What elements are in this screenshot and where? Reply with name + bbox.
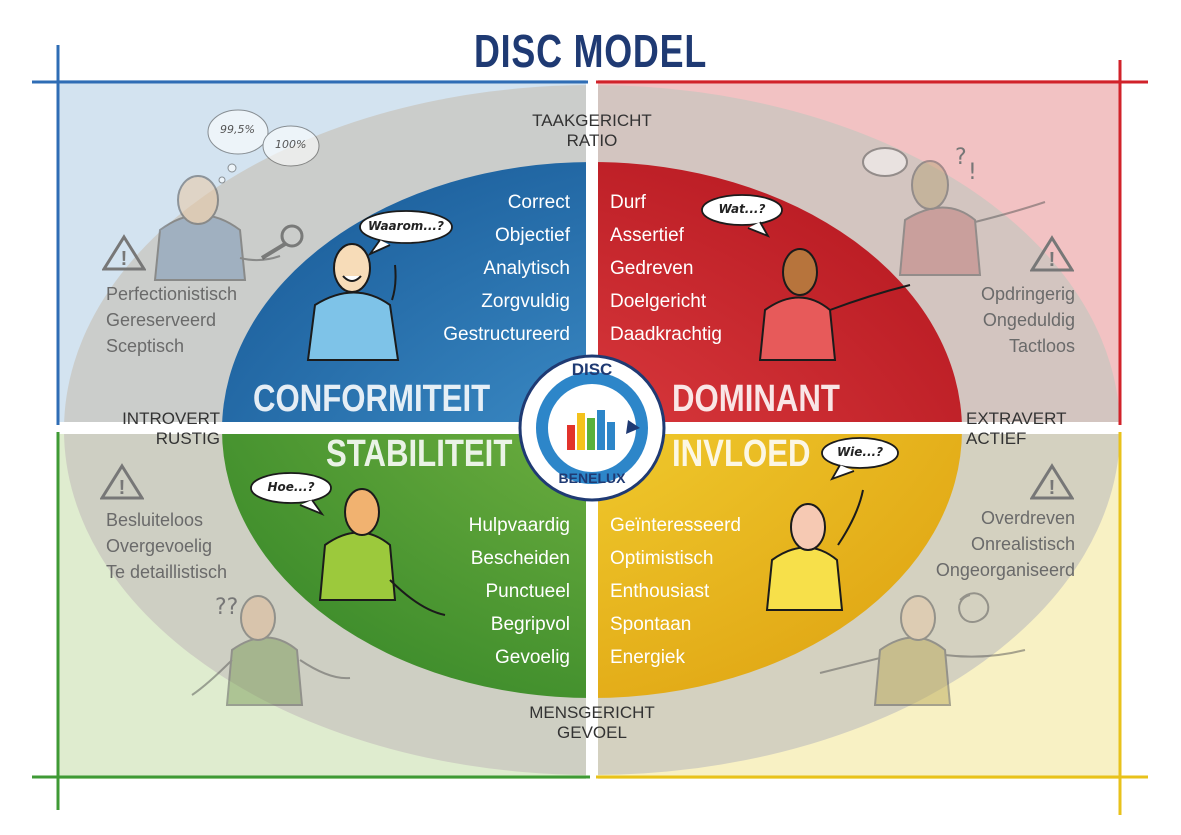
pitfall-item: Te detaillistisch [106,562,228,582]
trait-item: Objectief [495,225,570,246]
thought-text: ? [955,145,967,170]
axis-top-line-2: RATIO [566,131,618,150]
figure-stabiliteit [318,488,446,616]
figure-conformiteit [306,243,400,361]
speech-bubble-icon [250,194,899,517]
trait-item: Spontaan [610,614,692,635]
figure-dominant-faded [862,147,1046,276]
trait-item: Energiek [610,647,685,668]
warning-icon: ! [102,234,146,271]
warning-icon: ! [1030,235,1074,272]
trait-item: Punctueel [485,581,570,602]
thought-cloud-icon [207,109,320,184]
pitfalls-conformiteit: Perfectionistisch Gereserveerd Sceptisch [106,281,237,359]
quadrant-name-dominant: DOMINANT [672,378,840,420]
magnifier-icon [260,224,304,260]
trait-item: Zorgvuldig [481,291,570,312]
speech-conformiteit: Waarom...? [368,219,444,233]
pitfall-item: Perfectionistisch [106,284,238,304]
warning-icon: ! [100,463,144,500]
pitfall-item: Opdringerig [980,284,1075,304]
axis-top-line-1: TAAKGERICHT [532,111,652,130]
trait-item: Analytisch [483,258,570,279]
pitfalls-invloed: Overdreven Onrealistisch Ongeorganiseerd [900,505,1075,583]
axis-left: INTROVERT RUSTIG [110,409,220,449]
pitfall-item: Sceptisch [106,336,185,356]
trait-item: Optimistisch [610,548,714,569]
trait-item: Daadkrachtig [610,324,722,345]
axis-top: TAAKGERICHT RATIO [502,111,682,151]
axis-right-line-2: ACTIEF [966,429,1027,448]
axis-right: EXTRAVERT ACTIEF [966,409,1076,449]
pitfalls-stabiliteit: Besluiteloos Overgevoelig Te detaillisti… [106,507,227,585]
logo-top-text: DISC [571,360,613,379]
warning-icon: ! [1030,463,1074,500]
trait-item: Durf [610,192,646,213]
trait-item: Gestructureerd [443,324,570,345]
figure-dominant [758,248,911,361]
thought-text: ! [968,160,977,185]
trait-item: Gevoelig [495,647,570,668]
axis-bottom-line-1: MENSGERICHT [529,703,655,722]
quadrant-name-conformiteit: CONFORMITEIT [253,378,491,420]
pitfall-item: Ongeduldig [982,310,1075,330]
svg-text:!: ! [119,477,126,499]
figure-stabiliteit-faded [191,595,351,706]
quadrant-name-stabiliteit: STABILITEIT [326,433,513,475]
svg-text:!: ! [1049,477,1056,499]
traits-dominant: Durf Assertief Gedreven Doelgericht Daad… [610,186,780,351]
thought-text: ?? [215,595,239,620]
axis-bottom: MENSGERICHT GEVOEL [502,703,682,743]
axis-left-line-2: RUSTIG [155,429,220,448]
thought-text: 99,5% [220,123,255,136]
traits-invloed: Geïnteresseerd Optimistisch Enthousiast … [610,509,780,674]
trait-item: Gedreven [610,258,694,279]
trait-item: Assertief [610,225,684,246]
speech-dominant: Wat...? [718,202,766,216]
pitfall-item: Ongeorganiseerd [935,560,1075,580]
pitfall-item: Gereserveerd [106,310,217,330]
trait-item: Correct [507,192,570,213]
figure-perfectionist [153,175,281,281]
axis-left-line-1: INTROVERT [122,409,220,428]
svg-text:!: ! [121,248,128,270]
svg-text:!: ! [1049,249,1056,271]
logo-bottom-text: BENELUX [558,470,626,486]
traits-conformiteit: Correct Objectief Analytisch Zorgvuldig … [400,186,570,351]
disc-logo-icon [518,354,666,502]
thought-text: 100% [275,138,307,151]
axis-bottom-line-2: GEVOEL [557,723,627,742]
figure-invloed-faded [819,592,1026,706]
pitfall-item: Overdreven [980,508,1075,528]
ellipse-dominant [592,162,962,427]
speech-invloed: Wie...? [836,445,884,459]
trait-item: Begripvol [490,614,570,635]
trait-item: Geïnteresseerd [610,515,741,536]
trait-item: Enthousiast [610,581,710,602]
quadrant-name-invloed: INVLOED [672,433,811,475]
pitfall-item: Onrealistisch [970,534,1075,554]
speech-stabiliteit: Hoe...? [267,480,315,494]
pitfall-item: Besluiteloos [106,510,204,530]
pitfall-item: Overgevoelig [106,536,213,556]
pitfalls-dominant: Opdringerig Ongeduldig Tactloos [900,281,1075,359]
figure-invloed [765,489,864,611]
pitfall-item: Tactloos [1008,336,1075,356]
axis-right-line-1: EXTRAVERT [966,409,1067,428]
trait-item: Hulpvaardig [468,515,570,536]
traits-stabiliteit: Hulpvaardig Bescheiden Punctueel Begripv… [400,509,570,674]
trait-item: Bescheiden [470,548,570,569]
page-title: DISC MODEL [473,25,708,77]
trait-item: Doelgericht [610,291,707,312]
